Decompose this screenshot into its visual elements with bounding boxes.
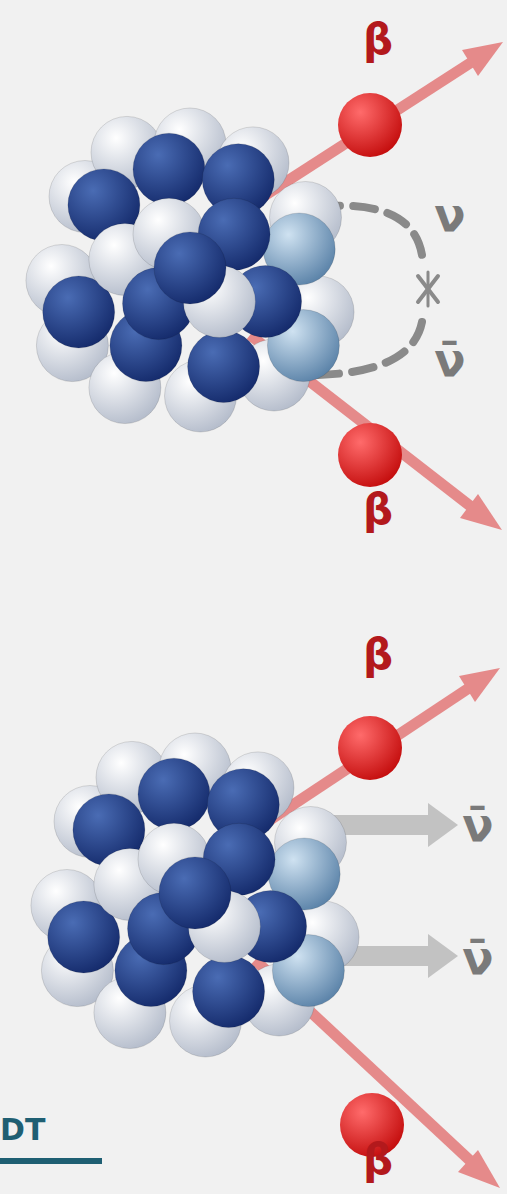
neutron-sphere [193,956,265,1028]
arrow-head [458,1150,500,1188]
arrow-head [460,494,502,530]
arrow-head [428,934,458,978]
partial-title: DT [0,1115,45,1145]
beta-label: β [363,1139,393,1181]
neutrino-label: ν [434,192,465,238]
beta-label: β [363,19,393,61]
antineutrino-label: ν̄ [462,935,493,981]
beta-label: β [363,634,393,676]
neutron-sphere [154,232,226,304]
antineutrino-label: ν̄ [434,337,465,383]
nucleus [31,733,359,1057]
electrons [338,93,404,1157]
antineutrino-label: ν̄ [462,802,493,848]
nucleus [26,108,354,432]
arrow-head [459,668,500,702]
neutron-sphere [133,133,205,205]
underline-bar [0,1158,102,1164]
nuclei [26,108,359,1057]
neutron-sphere [159,857,231,929]
electron-ball [338,93,402,157]
electron-ball [338,716,402,780]
cross-symbol [427,272,430,306]
beta-label: β [363,489,393,531]
neutron-sphere [188,331,260,403]
neutron-sphere [138,758,210,830]
beta-arrow [250,58,478,205]
electron-ball [338,423,402,487]
arrow-head [428,803,458,847]
arrow-head [462,42,503,76]
